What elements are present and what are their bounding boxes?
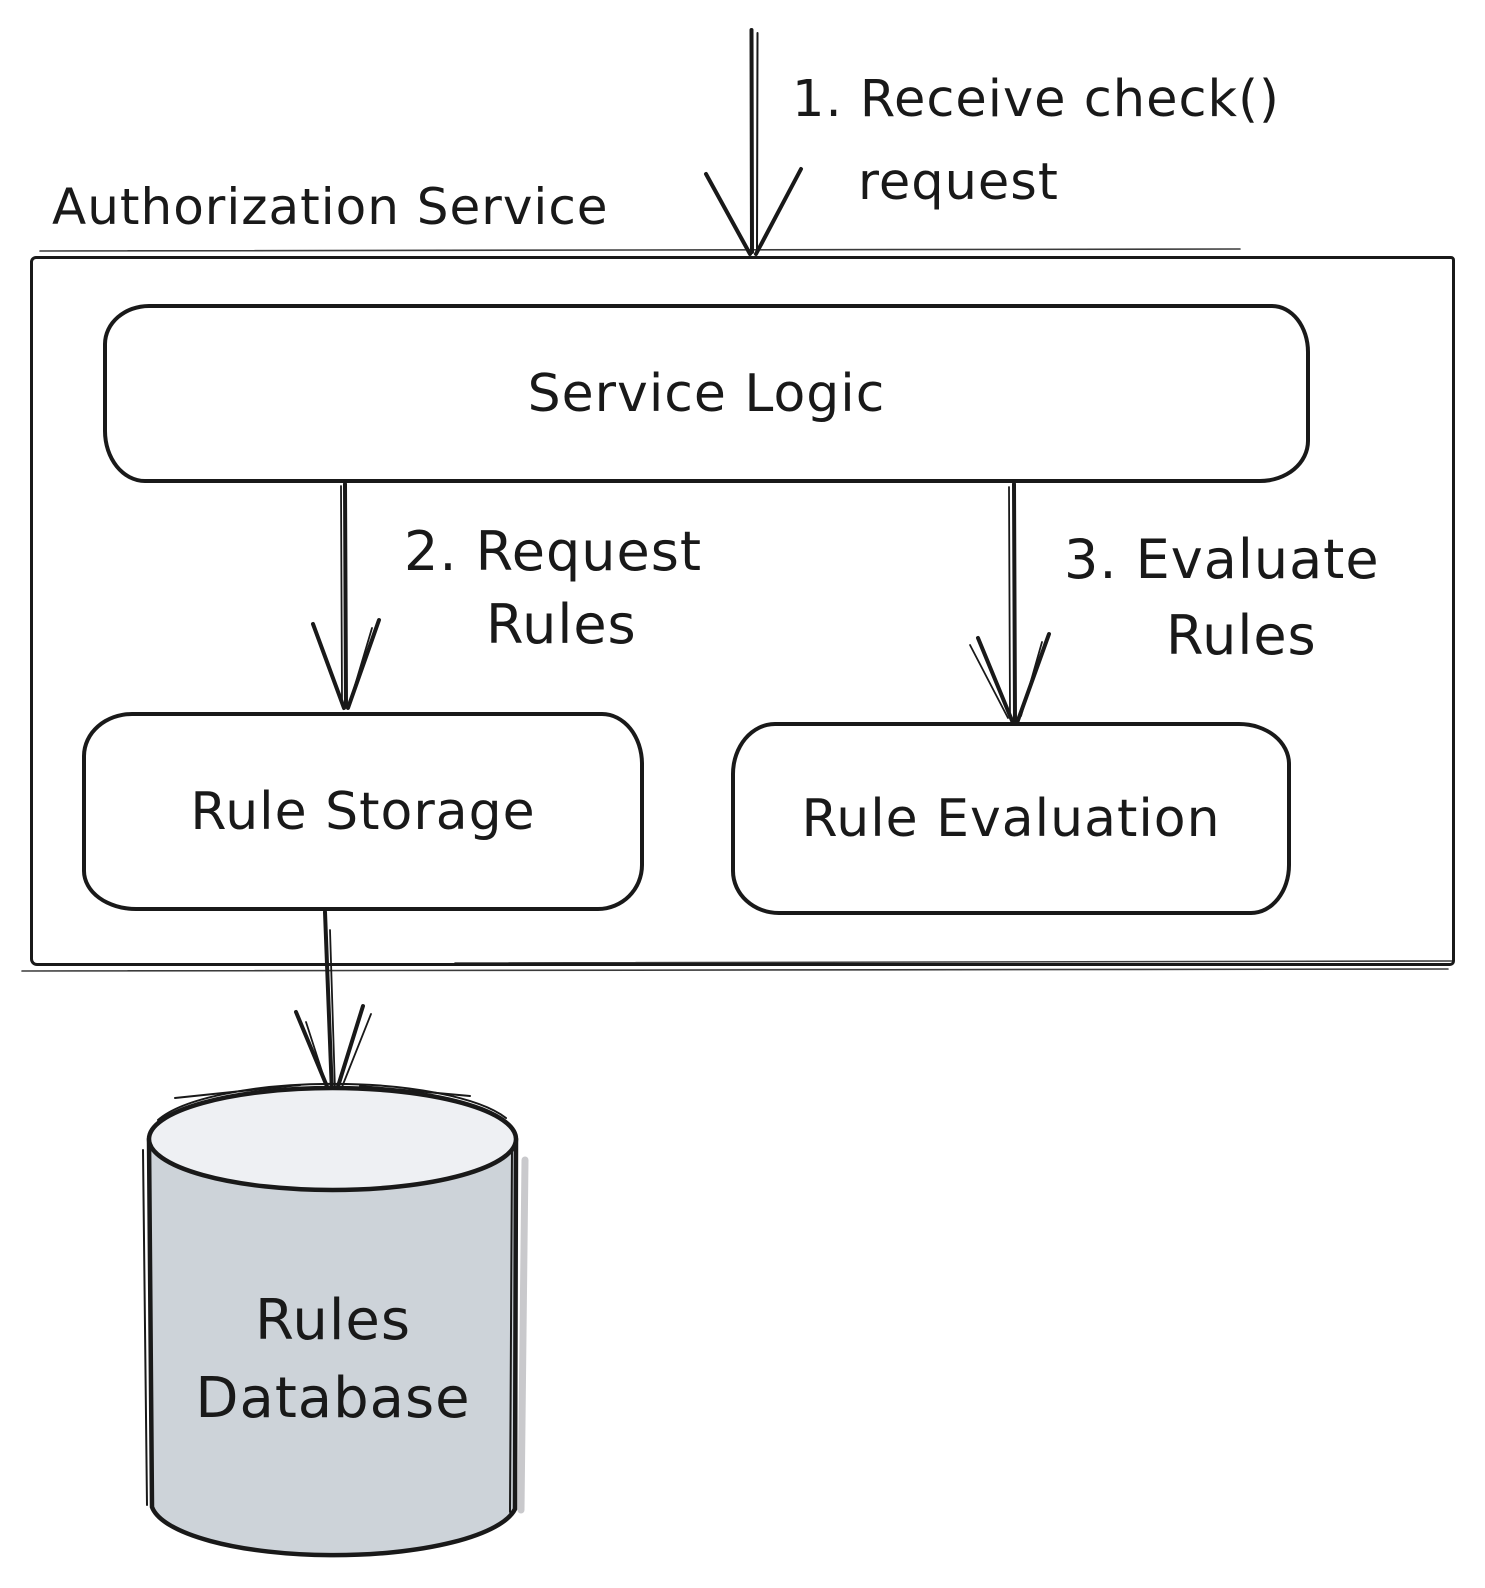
rule-evaluation-label: Rule Evaluation [801,788,1221,849]
step1-annotation-line2: request [858,153,1059,212]
step3-annotation-line2: Rules [1166,604,1317,667]
rules-database-label-line1: Rules [254,1288,412,1353]
rule-storage-node: Rule Storage [82,712,644,911]
rule-storage-label: Rule Storage [190,781,536,842]
rule-evaluation-node: Rule Evaluation [731,722,1291,915]
rules-database-label-line2: Database [195,1366,471,1431]
service-logic-label: Service Logic [527,363,886,424]
step2-annotation-line2: Rules [486,593,637,656]
step3-annotation-line1: 3. Evaluate [1064,528,1380,591]
authorization-service-boundary [30,256,1455,966]
arrow-receive-request-icon [704,28,803,256]
step2-annotation-line1: 2. Request [404,520,703,583]
step1-annotation-line1: 1. Receive check() [792,70,1280,129]
rules-database-label: Rules Database [152,1282,514,1438]
authorization-service-title: Authorization Service [52,178,609,236]
service-logic-node: Service Logic [103,304,1310,483]
